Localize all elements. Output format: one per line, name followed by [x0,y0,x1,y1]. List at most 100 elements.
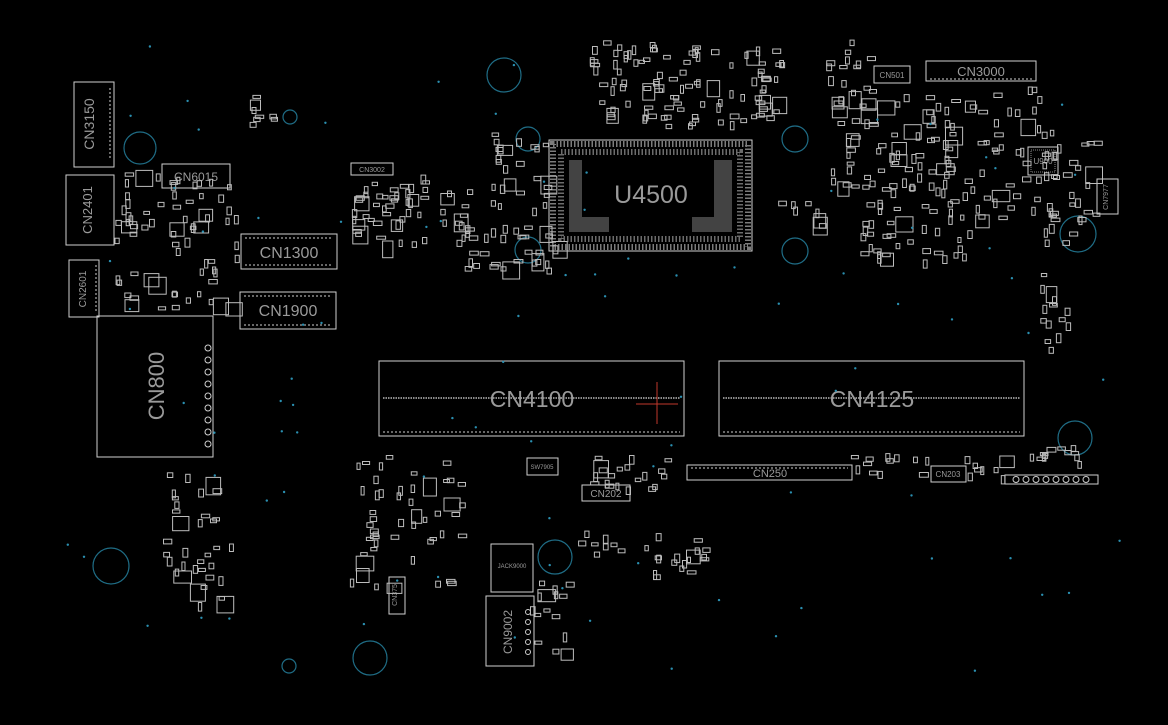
smd-component [882,233,892,239]
smd-component [427,538,434,545]
via [291,403,295,407]
smd-component [1085,182,1091,189]
smd-component [633,59,639,67]
smd-component [590,481,600,486]
chip-u900[interactable]: U900 [1027,146,1059,176]
ic-package [173,570,193,584]
connector-cn4125[interactable]: CN4125 [718,360,1025,437]
smd-component [779,60,785,68]
ic-package [861,98,877,111]
smd-component [218,596,226,601]
smd-component [1029,453,1035,462]
smd-component [693,80,701,86]
smd-component [849,39,855,47]
smd-component [457,482,467,487]
connector-cn501[interactable]: CN501 [873,65,911,84]
switch-sw7905[interactable]: SW7905 [526,457,559,476]
smd-component [1040,284,1045,294]
smd-component [185,199,194,204]
smd-component [729,90,734,99]
connector-cn9002[interactable]: CN9002 [485,595,535,667]
smd-component [1052,296,1057,306]
smd-component [1043,228,1048,238]
ic-package [355,555,375,572]
smd-component [942,255,948,264]
smd-component [199,193,204,200]
smd-component [860,233,867,242]
smd-component [385,455,394,460]
connector-label: CN1900 [259,303,318,320]
connector-label: CN203 [936,470,961,479]
ic-package [225,302,243,317]
smd-component [229,543,234,552]
smd-component [1069,191,1075,199]
connector-cn203[interactable]: CN203 [930,465,967,483]
smd-component [382,194,389,200]
jack-jack9000[interactable]: JACK9000 [490,543,534,593]
smd-component [181,561,186,571]
smd-component [853,64,861,70]
smd-component [1070,445,1077,452]
connector-cn2601[interactable]: CN2601 [68,259,100,318]
smd-component [443,479,450,483]
smd-component [552,585,558,595]
smd-component [429,537,437,542]
smd-component [1044,172,1050,182]
connector-cn202[interactable]: CN202 [581,484,631,502]
smd-component [578,540,587,547]
smd-component [1048,208,1054,217]
smd-component [208,298,214,306]
via [228,617,231,620]
smd-component [915,132,921,141]
connector-cn3000[interactable]: CN3000 [925,60,1037,82]
smd-component [1065,322,1072,331]
connector-rear-strip[interactable] [1004,474,1099,485]
connector-label: CN800 [144,352,169,420]
smd-component [909,183,915,192]
smd-component [908,185,916,192]
smd-component [227,184,232,191]
connector-cn6015[interactable]: CN6015 [161,163,231,189]
smd-component [125,212,132,222]
connector-cn4100[interactable]: CN4100 [378,360,685,437]
smd-component [655,533,662,542]
ic-package [212,297,229,316]
smd-component [376,193,384,200]
smd-component [170,231,177,238]
smd-component [993,198,998,209]
via [854,367,857,370]
smd-component [205,574,215,581]
smd-component [398,239,403,248]
via [789,491,793,494]
smd-component [1045,320,1052,329]
smd-component [682,560,688,569]
smd-component [664,458,673,463]
smd-component [893,206,901,211]
smd-component [975,204,980,214]
smd-component [953,252,959,259]
connector-cn3002[interactable]: CN3002 [350,162,394,176]
smd-component [702,547,711,553]
smd-component [534,612,542,618]
via [474,426,477,429]
connector-cn1900[interactable]: CN1900 [239,291,337,330]
smd-component [1069,231,1079,237]
connector-cn2401[interactable]: CN2401 [65,174,115,246]
chip-u4500[interactable]: U4500 [548,139,753,252]
connector-cn7977[interactable]: CN7977 [1096,178,1119,215]
smd-component [643,115,649,122]
connector-cn1300[interactable]: CN1300 [240,233,338,270]
via [320,321,323,325]
via [670,444,673,447]
connector-cn375[interactable]: CN375 [388,576,406,615]
smd-component [922,248,931,255]
smd-component [389,195,399,201]
connector-cn800[interactable]: CN800 [96,315,214,458]
smd-component [918,472,929,478]
smd-component [1075,165,1082,171]
smd-component [163,538,173,545]
smd-component [389,187,399,193]
smd-component [489,264,499,270]
connector-cn250[interactable]: CN250 [686,464,853,481]
connector-cn3150[interactable]: CN3150 [73,81,115,168]
